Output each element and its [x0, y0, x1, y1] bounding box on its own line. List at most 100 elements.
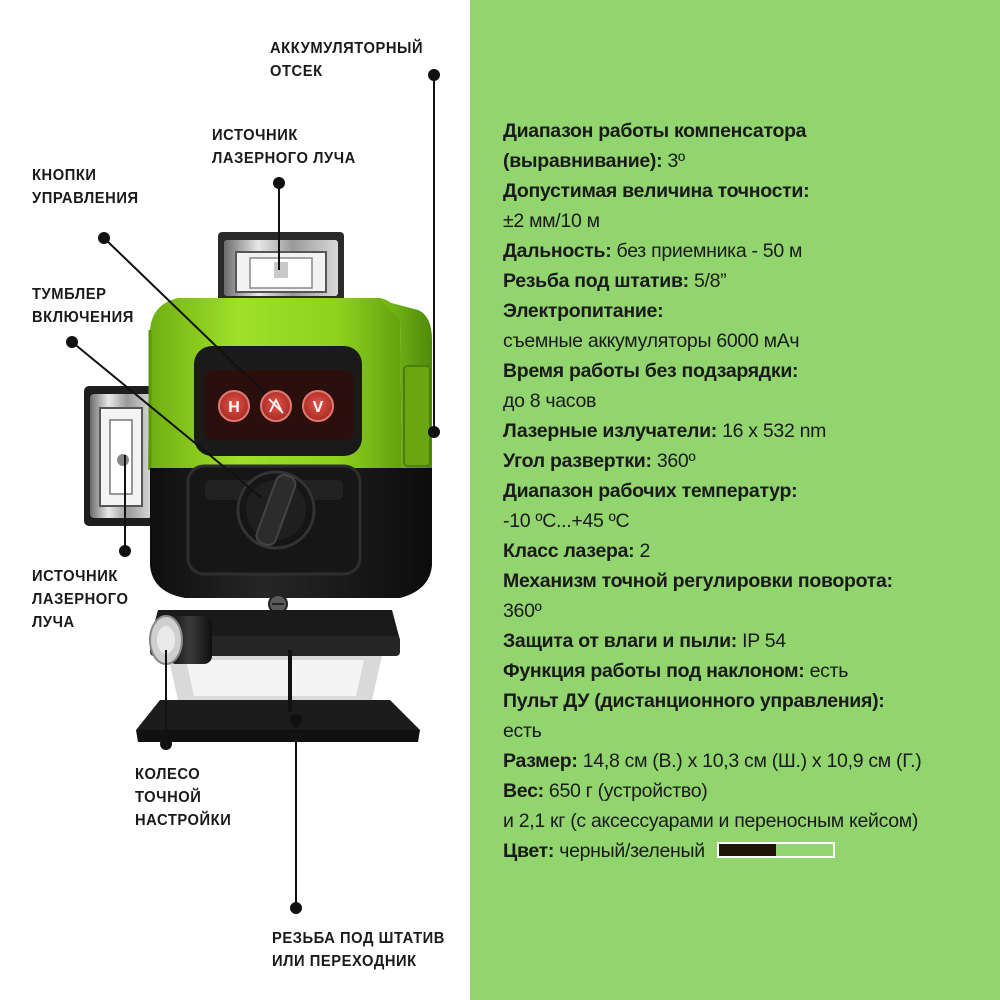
color-swatch [716, 841, 835, 858]
spec-label: Размер: [503, 750, 578, 772]
label-line: ЛУЧА [32, 614, 75, 631]
spec-label: Диапазон рабочих температур: [503, 480, 798, 502]
label-line: УПРАВЛЕНИЯ [32, 190, 139, 207]
spec-label: Класс лазера: [503, 540, 635, 562]
spec-value: 360º [651, 450, 696, 472]
spec-value: без приемника - 50 м [611, 240, 803, 262]
spec-label: (выравнивание): [503, 150, 663, 172]
spec-row: есть [503, 716, 993, 746]
spec-label: Цвет: [503, 840, 555, 862]
spec-value: ±2 мм/10 м [503, 210, 600, 232]
label-line: ТУМБЛЕР [32, 286, 107, 303]
spec-value: есть [804, 660, 849, 682]
spec-value: до 8 часов [503, 390, 597, 412]
rotating-base [136, 610, 420, 742]
top-laser-window [218, 232, 344, 302]
spec-row: Угол развертки: 360º [503, 446, 993, 476]
spec-row: -10 ºC...+45 ºC [503, 506, 993, 536]
label-line: НАСТРОЙКИ [135, 812, 232, 829]
v-button-label: V [313, 399, 324, 416]
color-swatch-dark [718, 843, 776, 856]
label-line: ИЛИ ПЕРЕХОДНИК [272, 953, 417, 970]
spec-row: Резьба под штатив: 5/8” [503, 266, 993, 296]
spec-label: Угол развертки: [503, 450, 652, 472]
label-line: АККУМУЛЯТОРНЫЙ [270, 40, 424, 57]
spec-row: Функция работы под наклоном: есть [503, 656, 993, 686]
device-buttons: H V [218, 390, 334, 422]
label-line: КОЛЕСО [135, 766, 201, 783]
spec-label: Диапазон работы компенсатора [503, 120, 807, 142]
spec-row: и 2,1 кг (с аксессуарами и переносным ке… [503, 806, 993, 836]
spec-label: Допустимая величина точности: [503, 180, 810, 202]
label-battery-compartment: АККУМУЛЯТОРНЫЙ ОТСЕК [270, 37, 423, 83]
spec-row: съемные аккумуляторы 6000 мАч [503, 326, 993, 356]
callout-lines [66, 69, 440, 914]
fine-adjustment-wheel [149, 615, 212, 665]
label-control-buttons: КНОПКИ УПРАВЛЕНИЯ [32, 164, 139, 210]
spec-value: 16 x 532 nm [716, 420, 827, 442]
spec-value: 3º [662, 150, 685, 172]
spec-label: Время работы без подзарядки: [503, 360, 799, 382]
label-line: ТОЧНОЙ [135, 789, 202, 806]
color-swatch-light [775, 843, 833, 856]
spec-row: Электропитание: [503, 296, 993, 326]
specs-list: Диапазон работы компенсатора (выравнивани… [503, 116, 993, 866]
label-fine-wheel: КОЛЕСО ТОЧНОЙ НАСТРОЙКИ [135, 763, 231, 832]
spec-row: Защита от влаги и пыли: IP 54 [503, 626, 993, 656]
spec-row: Диапазон рабочих температур: [503, 476, 993, 506]
spec-label: Пульт ДУ (дистанционного управления): [503, 690, 885, 712]
product-panel: H V АККУМУЛЯТОРНЫЙ ОТСЕК ИСТОЧНИК ЛАЗЕРН… [0, 0, 470, 1000]
spec-value: -10 ºC...+45 ºC [503, 510, 630, 532]
side-laser-window [84, 386, 156, 526]
spec-label: Вес: [503, 780, 544, 802]
laser-level-illustration: H V [66, 69, 440, 914]
label-line: ИСТОЧНИК [32, 568, 118, 585]
label-line: ЛАЗЕРНОГО [32, 591, 129, 608]
label-line: ИСТОЧНИК [212, 127, 298, 144]
spec-row: Лазерные излучатели: 16 x 532 nm [503, 416, 993, 446]
label-laser-source-top: ИСТОЧНИК ЛАЗЕРНОГО ЛУЧА [212, 124, 356, 170]
spec-value: съемные аккумуляторы 6000 мАч [503, 330, 800, 352]
spec-row: ±2 мм/10 м [503, 206, 993, 236]
spec-label: Механизм точной регулировки поворота: [503, 570, 893, 592]
power-knob [236, 470, 316, 550]
label-line: ВКЛЮЧЕНИЯ [32, 309, 134, 326]
spec-row: Размер: 14,8 см (В.) x 10,3 см (Ш.) x 10… [503, 746, 993, 776]
label-line: ОТСЕК [270, 63, 323, 80]
spec-label: Электропитание: [503, 300, 664, 322]
laser-off-icon [268, 397, 284, 414]
h-button-label: H [228, 399, 240, 416]
spec-row: Вес: 650 г (устройство) [503, 776, 993, 806]
label-line: КНОПКИ [32, 167, 97, 184]
spec-value: 2 [634, 540, 651, 562]
spec-row: Пульт ДУ (дистанционного управления): [503, 686, 993, 716]
spec-value: черный/зеленый [554, 840, 705, 862]
spec-row: Класс лазера: 2 [503, 536, 993, 566]
spec-label: Резьба под штатив: [503, 270, 689, 292]
spec-label: Лазерные излучатели: [503, 420, 717, 442]
spec-value: и 2,1 кг (с аксессуарами и переносным ке… [503, 810, 919, 832]
specs-panel: Диапазон работы компенсатора (выравнивани… [470, 0, 1000, 1000]
spec-row: Допустимая величина точности: [503, 176, 993, 206]
spec-value: 650 г (устройство) [543, 780, 708, 802]
label-power-switch: ТУМБЛЕР ВКЛЮЧЕНИЯ [32, 283, 134, 329]
spec-label: Дальность: [503, 240, 612, 262]
spec-row: Механизм точной регулировки поворота: [503, 566, 993, 596]
spec-label: Защита от влаги и пыли: [503, 630, 738, 652]
spec-rows: Диапазон работы компенсатора (выравнивани… [503, 116, 993, 836]
spec-value: 5/8” [688, 270, 727, 292]
label-line: ЛАЗЕРНОГО ЛУЧА [212, 150, 356, 167]
spec-row: Диапазон работы компенсатора [503, 116, 993, 146]
spec-row: (выравнивание): 3º [503, 146, 993, 176]
spec-value: IP 54 [737, 630, 786, 652]
spec-label: Функция работы под наклоном: [503, 660, 805, 682]
spec-row: Время работы без подзарядки: [503, 356, 993, 386]
label-laser-source-side: ИСТОЧНИК ЛАЗЕРНОГО ЛУЧА [32, 565, 128, 634]
label-tripod-thread: РЕЗЬБА ПОД ШТАТИВ ИЛИ ПЕРЕХОДНИК [272, 927, 445, 973]
spec-row: 360º [503, 596, 993, 626]
spec-value: 14,8 см (В.) x 10,3 см (Ш.) x 10,9 см (Г… [577, 750, 922, 772]
spec-value: 360º [503, 600, 542, 622]
spec-value: есть [503, 720, 542, 742]
label-line: РЕЗЬБА ПОД ШТАТИВ [272, 930, 445, 947]
